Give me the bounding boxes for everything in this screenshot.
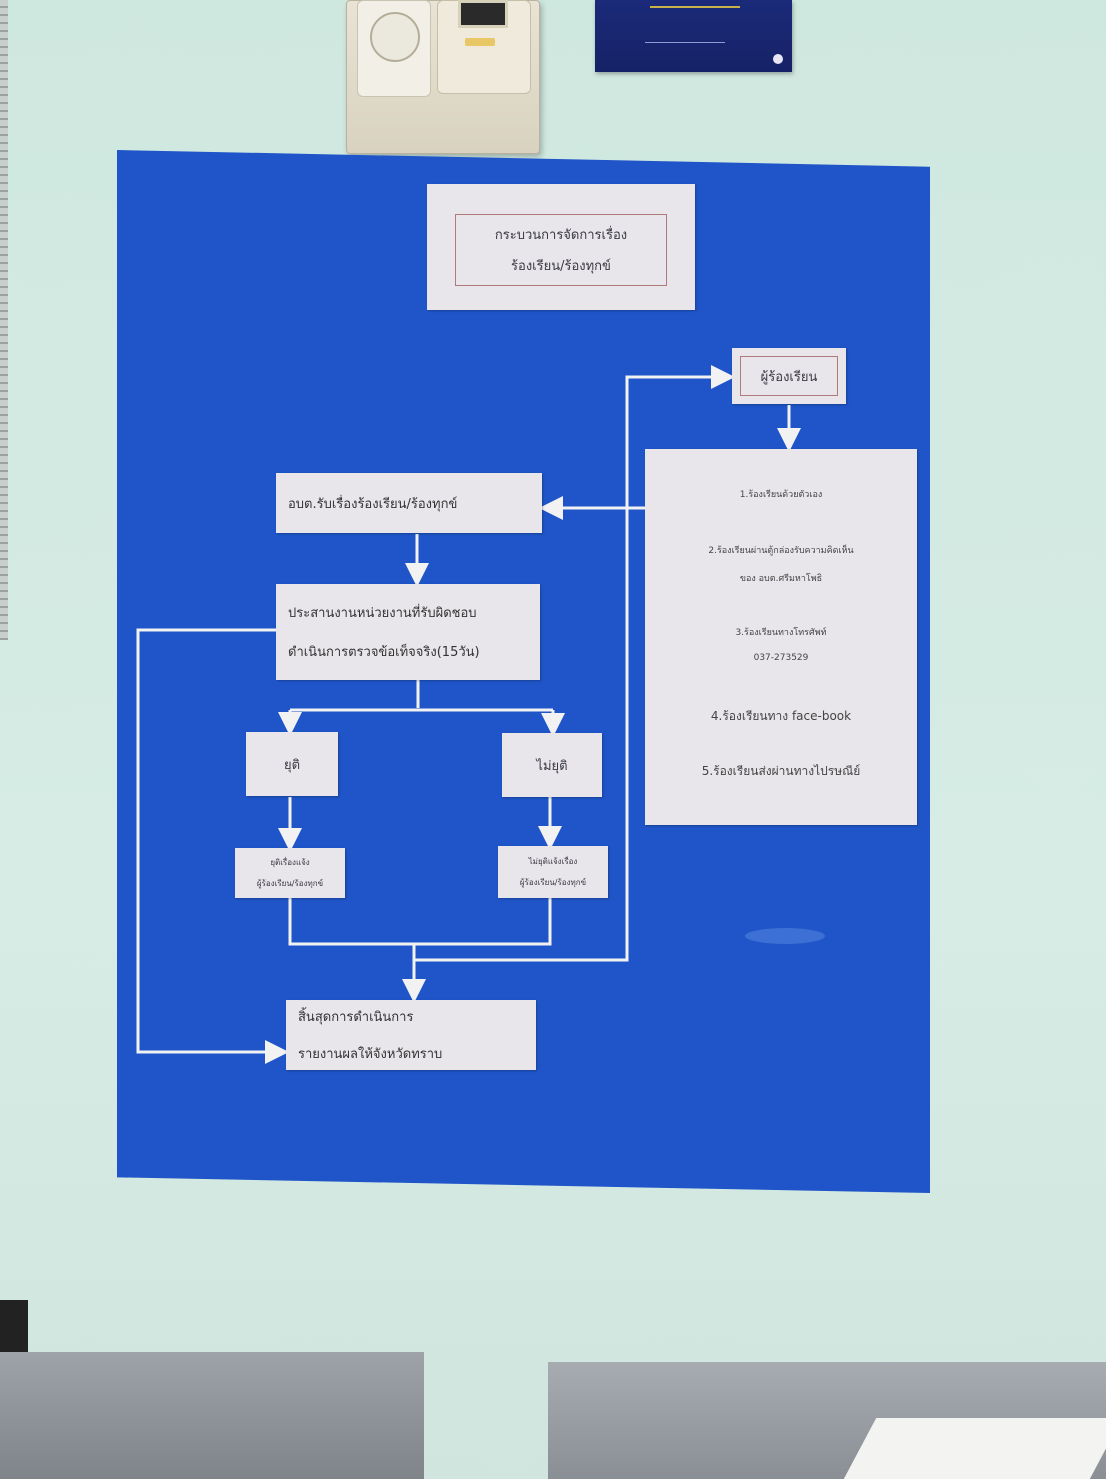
finish-card: สิ้นสุดการดำเนินการ รายงานผลให้จังหวัดทร… — [286, 1000, 536, 1070]
poster-text-line — [645, 42, 725, 43]
coordinate-line-1: ประสานงานหน่วยงานที่รับผิดชอบ — [288, 606, 477, 621]
channel-2: 2.ร้องเรียนผ่านตู้กล่องรับความคิดเห็น — [708, 546, 854, 556]
title-frame: กระบวนการจัดการเรื่อง ร้องเรียน/ร้องทุกข… — [455, 214, 667, 286]
stop-note-line-2: ผู้ร้องเรียน/ร้องทุกข์ — [256, 879, 324, 888]
stop-note-card: ยุติเรื่องแจ้ง ผู้ร้องเรียน/ร้องทุกข์ — [235, 848, 345, 898]
window-blinds — [0, 0, 8, 640]
title-line-2: ร้องเรียน/ร้องทุกข์ — [511, 259, 611, 274]
receive-card: อบต.รับเรื่องร้องเรียน/ร้องทุกข์ — [276, 473, 542, 533]
receive-label: อบต.รับเรื่องร้องเรียน/ร้องทุกข์ — [288, 496, 458, 512]
channel-4: 4.ร้องเรียนทาง face-book — [710, 709, 852, 723]
controller-logo-icon — [465, 38, 495, 46]
not-stop-note-line-2: ผู้ร้องเรียน/ร้องทุกข์ — [519, 878, 587, 887]
arrow-bypass-finish — [136, 628, 289, 1064]
coordinate-line-2: ดำเนินการตรวจข้อเท็จจริง(15วัน) — [288, 645, 480, 660]
arrow-loop-complainant — [414, 365, 735, 962]
poster-logo-icon — [773, 54, 783, 64]
channel-3-phone: 037-273529 — [753, 653, 809, 663]
finish-line-1: สิ้นสุดการดำเนินการ — [298, 1010, 414, 1025]
stop-label: ยุติ — [283, 757, 301, 773]
thermostat-dial-icon — [370, 12, 420, 62]
finish-line-2: รายงานผลให้จังหวัดทราบ — [298, 1047, 443, 1062]
board-smudge — [745, 928, 825, 944]
title-line-1: กระบวนการจัดการเรื่อง — [494, 228, 628, 243]
complainant-card: ผู้ร้องเรียน — [732, 348, 846, 404]
blue-poster — [595, 0, 792, 72]
not-stop-card: ไม่ยุติ — [502, 733, 602, 797]
not-stop-label: ไม่ยุติ — [536, 758, 568, 774]
coordinate-card: ประสานงานหน่วยงานที่รับผิดชอบ ดำเนินการต… — [276, 584, 540, 680]
not-stop-note-line-1: ไม่ยุติแจ้งเรื่อง — [528, 857, 578, 866]
stop-card: ยุติ — [246, 732, 338, 796]
channel-1: 1.ร้องเรียนด้วยตัวเอง — [739, 490, 823, 500]
controller-screen — [458, 0, 508, 28]
merge-line — [288, 898, 552, 946]
channel-2-detail: ของ อบต.ศรีมหาโพธิ — [739, 574, 823, 584]
desk-left — [0, 1352, 424, 1479]
title-card: กระบวนการจัดการเรื่อง ร้องเรียน/ร้องทุกข… — [427, 184, 695, 310]
channels-card: 1.ร้องเรียนด้วยตัวเอง 2.ร้องเรียนผ่านตู้… — [645, 449, 917, 825]
poster-text-line — [650, 6, 740, 8]
complainant-label: ผู้ร้องเรียน — [740, 356, 838, 396]
not-stop-note-card: ไม่ยุติแจ้งเรื่อง ผู้ร้องเรียน/ร้องทุกข์ — [498, 846, 608, 898]
stop-note-line-1: ยุติเรื่องแจ้ง — [270, 858, 310, 867]
channel-3: 3.ร้องเรียนทางโทรศัพท์ — [735, 628, 827, 638]
channel-5: 5.ร้องเรียนส่งผ่านทางไปรษณีย์ — [701, 764, 861, 778]
paper-sheet — [843, 1418, 1106, 1479]
